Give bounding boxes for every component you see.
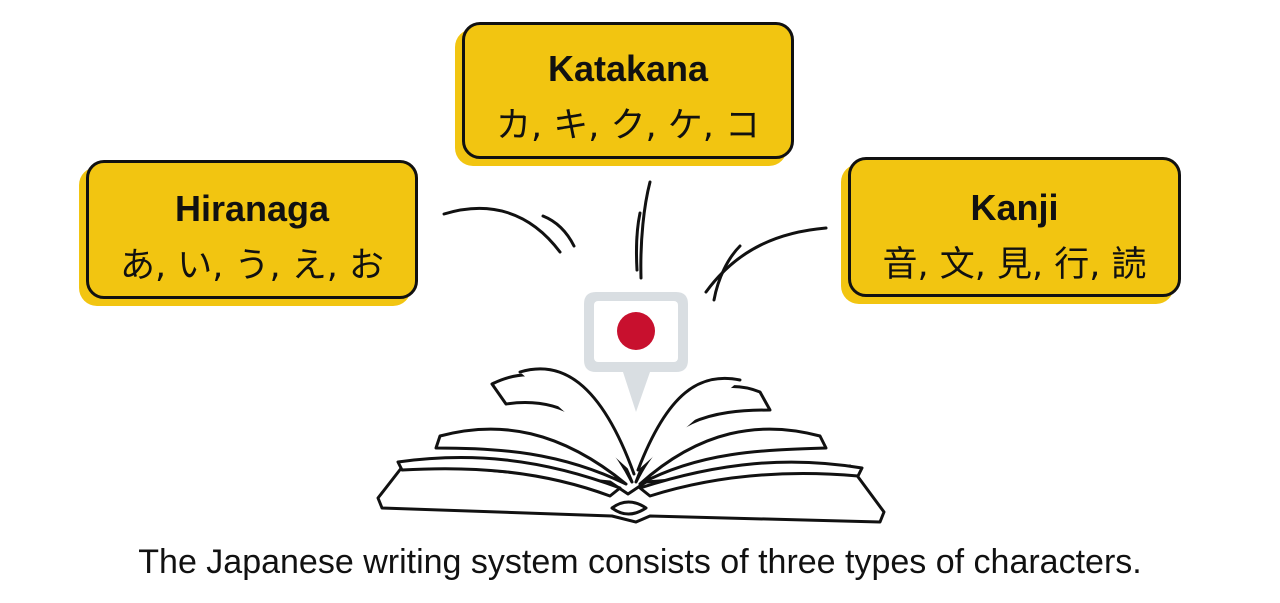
kanji-title: Kanji (970, 187, 1059, 228)
open-book-icon (376, 367, 886, 524)
japan-flag-icon (584, 292, 688, 412)
katakana-card: Katakana カ, キ, ク, ケ, コ (462, 22, 794, 159)
motion-lines (442, 180, 828, 302)
kanji-card: Kanji 音, 文, 見, 行, 読 (848, 157, 1181, 297)
hiragana-characters: あ, い, う, え, お (119, 246, 384, 286)
caption: The Japanese writing system consists of … (138, 543, 1142, 581)
kanji-characters: 音, 文, 見, 行, 読 (882, 245, 1147, 285)
katakana-title: Katakana (547, 48, 709, 89)
katakana-characters: カ, キ, ク, ケ, コ (495, 106, 760, 146)
hiragana-card: Hiranaga あ, い, う, え, お (86, 160, 418, 299)
hiragana-title: Hiranaga (174, 188, 330, 229)
